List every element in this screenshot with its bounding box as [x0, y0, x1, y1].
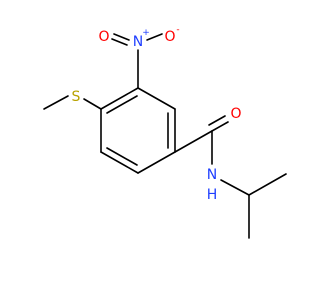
carbonyl-oxygen-label: O	[230, 106, 241, 122]
amide-group: O N H	[174, 106, 242, 203]
nitro-group: N + O O -	[98, 25, 180, 89]
ring-bond	[100, 151, 139, 174]
nitro-oxygen-charge: -	[176, 25, 179, 35]
ring-bond-inner	[106, 95, 138, 114]
amide-hydrogen-label: H	[207, 187, 218, 203]
carbonyl-double-bond	[211, 121, 229, 132]
benzene-ring	[100, 87, 176, 174]
carbonyl-double-bond-second	[208, 115, 226, 126]
nitro-oxygen-single-bond	[146, 33, 163, 41]
ring-bond	[100, 87, 139, 110]
nitro-nitrogen-label: N	[133, 34, 143, 50]
ring-carbonyl-bond	[174, 130, 213, 153]
nitro-oxygen-single-label: O	[164, 29, 175, 45]
nitro-oxygen-double-bond	[113, 33, 130, 41]
nitro-oxygen-double-label: O	[98, 29, 109, 45]
methylthio-group: S	[43, 89, 102, 110]
sulfur-atom-label: S	[72, 89, 81, 105]
isopropyl-methyl-bond	[248, 173, 287, 196]
ring-bond-inner	[106, 147, 138, 166]
ring-bond	[137, 151, 176, 174]
ring-bond	[137, 87, 176, 110]
nitro-nitrogen-charge: +	[142, 28, 150, 38]
isopropyl-group	[220, 173, 287, 239]
ring-sulfur-bond	[83, 98, 102, 110]
nitrogen-isopropyl-bond	[220, 179, 250, 196]
nitro-oxygen-double-bond-second	[111, 38, 128, 46]
amide-nitrogen-label: N	[207, 167, 217, 183]
molecule-structure-diagram: S N + O O - O N H	[43, 25, 287, 239]
sulfur-methyl-bond	[43, 95, 69, 110]
